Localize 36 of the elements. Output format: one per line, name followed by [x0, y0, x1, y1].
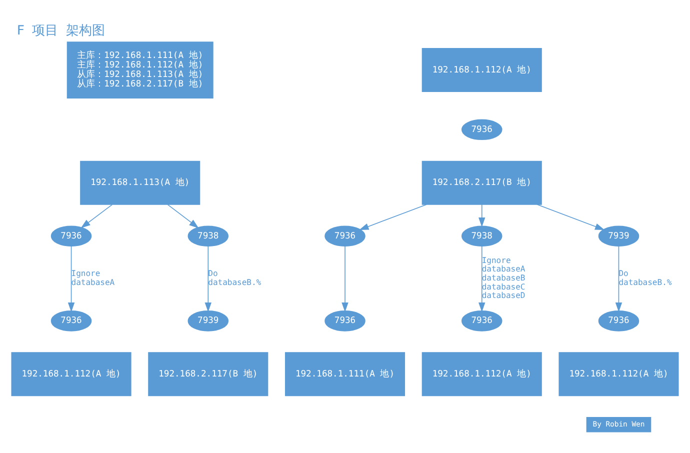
node-box: By Robin Wen	[586, 417, 652, 432]
node-box: 192.168.1.112(A 地)	[11, 352, 132, 396]
arrow	[80, 204, 112, 228]
edge-label: Do databaseB.%	[208, 269, 262, 287]
node-box: 192.168.2.117(B 地)	[422, 160, 542, 205]
arrow	[204, 246, 212, 312]
diagram-title: F 项目 架构图	[16, 24, 105, 39]
edge-label: Ignore databaseA	[71, 269, 115, 287]
edge-label: Do databaseB.%	[618, 269, 672, 287]
node-ellipse: 7936	[461, 119, 502, 140]
node-box: 192.168.1.113(A 地)	[80, 160, 200, 205]
node-ellipse: 7939	[598, 226, 640, 247]
node-box: 192.168.2.117(B 地)	[148, 352, 268, 396]
node-ellipse: 7938	[188, 226, 229, 247]
node-box: 192.168.1.112(A 地)	[558, 352, 679, 396]
node-ellipse: 7936	[324, 310, 366, 332]
arrow	[68, 246, 75, 312]
node-box: 192.168.1.111(A 地)	[284, 352, 406, 396]
edge-label: Ignore databaseA databaseB databaseC databaseD	[482, 256, 526, 300]
arrow	[536, 204, 605, 230]
arrow	[167, 204, 199, 228]
arrow	[478, 246, 486, 312]
node-ellipse: 7936	[50, 310, 92, 332]
node-ellipse: 7938	[461, 226, 502, 247]
node-box: 192.168.1.112(A 地)	[422, 352, 542, 396]
node-ellipse: 7939	[188, 310, 229, 332]
arrow	[342, 246, 348, 312]
node-ellipse: 7936	[461, 310, 502, 332]
arrow	[359, 204, 427, 230]
arrow	[615, 246, 622, 312]
node-ellipse: 7936	[598, 310, 640, 332]
arrow	[478, 204, 486, 228]
node-box: 主库：192.168.1.111(A 地) 主库：192.168.1.112(A 地) 从库：192.168.1.113(A 地) 从库：192.168.2.117(B 地)	[66, 42, 214, 98]
node-ellipse: 7936	[50, 226, 92, 247]
node-ellipse: 7936	[324, 226, 366, 247]
node-box: 192.168.1.112(A 地)	[422, 48, 542, 92]
